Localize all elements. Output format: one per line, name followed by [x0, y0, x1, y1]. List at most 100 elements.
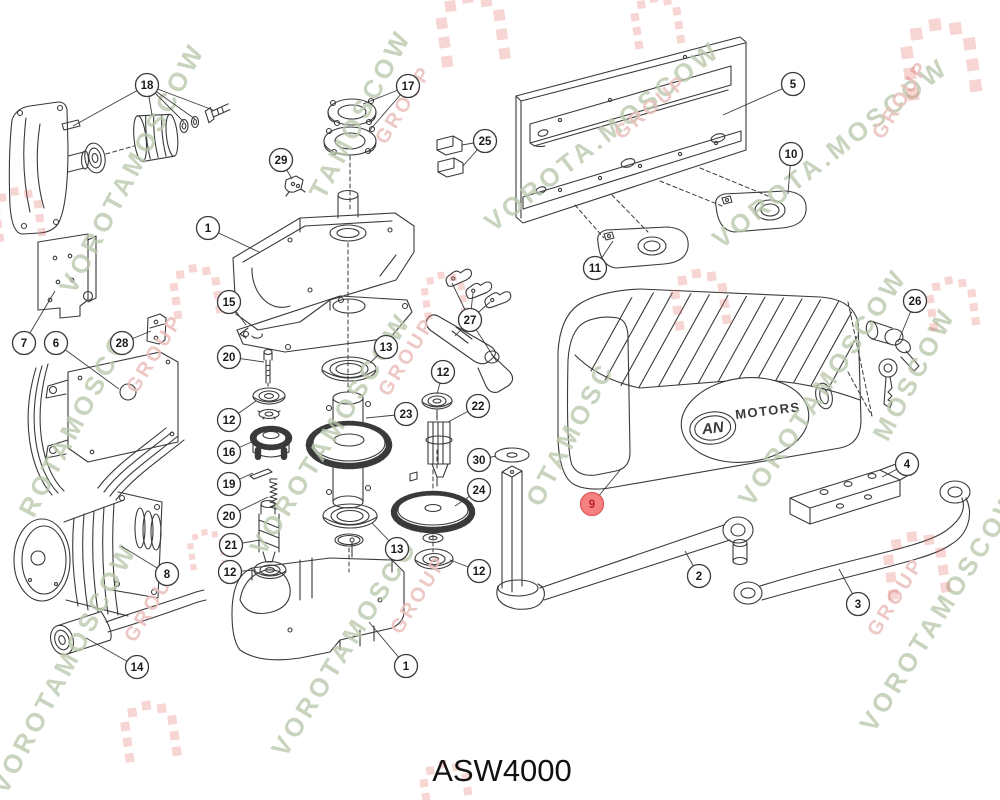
callout-12-d-circle: [217, 559, 243, 585]
callout-13-bottom: 13: [384, 536, 410, 562]
callout-4-label: 4: [904, 459, 911, 471]
watermark-logo-icon: [420, 271, 469, 321]
output-post: [496, 465, 545, 610]
o-ring: [334, 533, 364, 573]
key-19: [249, 468, 273, 480]
callout-12-d-label: 12: [224, 567, 237, 579]
callout-8-circle: [154, 561, 180, 587]
callout-2-label: 2: [696, 571, 702, 583]
callout-20-bottom-circle: [216, 503, 242, 529]
callout-21-label: 21: [225, 540, 238, 552]
callout-28-label: 28: [116, 338, 129, 350]
bolt: [204, 103, 231, 124]
callout-29: 29: [268, 147, 294, 173]
callout-16-circle: [216, 439, 242, 465]
spring-20: [269, 478, 278, 510]
model-title: ASW4000: [432, 753, 572, 788]
callout-15-circle: [216, 289, 242, 315]
callout-2: 2: [686, 563, 712, 589]
callout-12-e-circle: [466, 558, 492, 584]
watermark-logo-icon: [419, 759, 473, 800]
watermark-logo-icon: [925, 275, 981, 332]
bearing-ring-13-bottom: [322, 503, 378, 529]
callout-12-d: 12: [217, 559, 243, 585]
callout-13-bottom-label: 13: [391, 544, 404, 556]
callout-18: 18: [134, 72, 160, 98]
bearing-ring: [84, 142, 106, 174]
callout-1-top-circle: [195, 215, 221, 241]
callout-9-circle: [579, 491, 605, 517]
callout-29-label: 29: [275, 155, 288, 167]
callout-25: 25: [472, 128, 498, 154]
callout-22-label: 22: [472, 401, 485, 413]
callout-9-label: 9: [589, 499, 595, 511]
callout-27: 27: [457, 307, 483, 333]
callout-12-a: 12: [216, 407, 242, 433]
latch-28: [146, 313, 167, 345]
callout-13-bottom-circle: [384, 536, 410, 562]
callout-19-circle: [216, 471, 242, 497]
screw-20-top: [263, 348, 273, 387]
watermark-logo-icon: [900, 17, 983, 102]
callout-23-circle: [393, 401, 419, 427]
callout-30-label: 30: [473, 455, 486, 467]
callout-8: 8: [154, 561, 180, 587]
callout-1-top-label: 1: [205, 223, 212, 235]
callout-16-label: 16: [223, 447, 236, 459]
callout-23: 23: [393, 401, 419, 427]
watermark-logo-icon: [882, 530, 952, 601]
gasket: [236, 295, 413, 353]
capacitor: [50, 589, 207, 656]
callout-7-circle: [11, 330, 37, 356]
callout-3-circle: [845, 591, 871, 617]
callout-21-circle: [218, 532, 244, 558]
diagram-artwork: AN MOTORS: [8, 36, 971, 661]
pulley-assembly: [8, 101, 231, 235]
watermark-text: VOROTAMOSCOW: [53, 37, 211, 298]
callout-6: 6: [43, 330, 69, 356]
brand-logo-oval: AN MOTORS: [680, 377, 810, 463]
callout-26-circle: [902, 288, 928, 314]
control-plate-7: [37, 233, 97, 319]
callout-23-label: 23: [400, 409, 413, 421]
callout-13-top-circle: [373, 334, 399, 360]
callout-24: 24: [466, 477, 492, 503]
callout-14-circle: [124, 654, 150, 680]
callout-1-bottom-circle: [393, 653, 419, 679]
watermark-logo-icon: [120, 700, 182, 763]
callout-12-e: 12: [466, 558, 492, 584]
callout-13-top-label: 13: [380, 342, 393, 354]
callout-7-label: 7: [21, 338, 27, 350]
callout-10: 10: [778, 141, 804, 167]
clip-29: [284, 175, 306, 197]
callout-12-b-circle: [430, 359, 456, 385]
straight-arm-2: [539, 516, 754, 601]
watermark-logo-icon: [435, 0, 511, 68]
callout-3: 3: [845, 591, 871, 617]
bearing-ring-13-top: [321, 356, 377, 382]
callout-20-bottom-label: 20: [223, 511, 236, 523]
gearbox-housing-top: [232, 189, 415, 393]
callout-6-label: 6: [53, 338, 59, 350]
callout-17: 17: [395, 73, 421, 99]
callout-30: 30: [466, 447, 492, 473]
callout-1-bottom-label: 1: [403, 661, 410, 673]
curved-arm-3: [733, 480, 971, 605]
wall-plate: [515, 36, 769, 239]
splined-washer: [257, 408, 281, 420]
worm-wheel-16: [249, 425, 293, 462]
motor: [13, 427, 185, 617]
callout-11-label: 11: [589, 263, 602, 275]
watermark-logo-icon: [169, 263, 225, 320]
callout-3-label: 3: [855, 599, 861, 611]
callout-13-top: 13: [373, 334, 399, 360]
callout-18-leader: [72, 84, 148, 127]
spur-gear-24: [390, 469, 476, 553]
callout-27-label: 27: [464, 315, 477, 327]
callout-22: 22: [465, 393, 491, 419]
callout-2-circle: [686, 563, 712, 589]
callout-16: 16: [216, 439, 242, 465]
callout-25-label: 25: [479, 136, 492, 148]
